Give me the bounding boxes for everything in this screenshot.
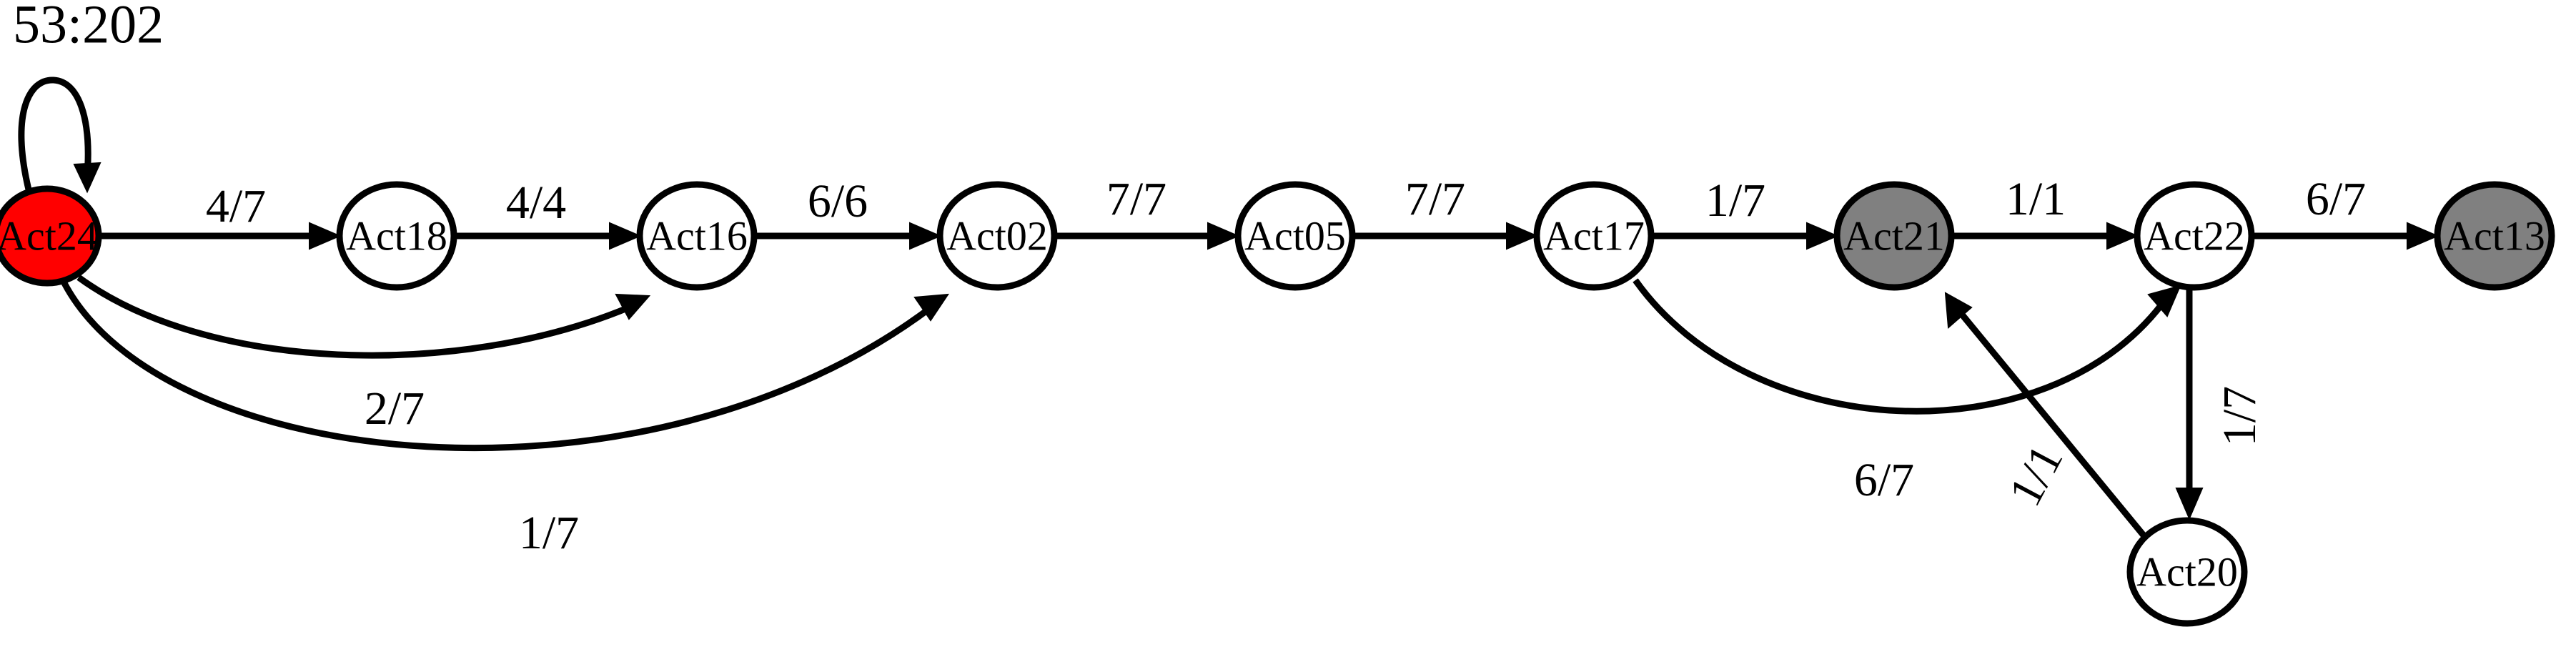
node-act16[interactable]: Act16 bbox=[636, 181, 758, 291]
node-label-act18: Act18 bbox=[346, 212, 447, 259]
edge-path-act24-act02 bbox=[61, 281, 931, 452]
edge-act16-act02[interactable] bbox=[756, 222, 942, 250]
node-act24[interactable]: Act24 bbox=[0, 185, 102, 287]
edge-act17-act22[interactable] bbox=[1633, 278, 2181, 415]
edge-act20-act21[interactable] bbox=[1944, 292, 2147, 538]
edge-label-act05-act17: 7/7 bbox=[1405, 173, 1465, 225]
node-label-act05: Act05 bbox=[1244, 212, 1346, 259]
node-label-act20: Act20 bbox=[2136, 548, 2238, 595]
arrowhead-act24-act18 bbox=[309, 222, 342, 250]
arrowhead-act24-act02 bbox=[913, 293, 949, 322]
node-shape-act20 bbox=[2126, 517, 2248, 627]
arrowhead-self-loop bbox=[73, 162, 101, 194]
node-shape-act22 bbox=[2134, 181, 2255, 291]
edge-act24-act16[interactable] bbox=[76, 275, 651, 359]
arrowhead-act18-act16 bbox=[609, 222, 642, 250]
node-act02[interactable]: Act02 bbox=[936, 181, 1058, 291]
node-shape-act18 bbox=[336, 181, 457, 291]
edge-label-act18-act16: 4/4 bbox=[506, 177, 566, 229]
node-label-act22: Act22 bbox=[2144, 212, 2245, 259]
edge-label-act22-act13: 6/7 bbox=[2306, 173, 2366, 225]
node-shape-act13 bbox=[2434, 181, 2555, 291]
edge-act21-act22[interactable] bbox=[1953, 222, 2139, 250]
edge-path-act24-act16 bbox=[76, 275, 630, 359]
node-label-act02: Act02 bbox=[946, 212, 1048, 259]
node-shape-act16 bbox=[636, 181, 758, 291]
arrowhead-act22-act13 bbox=[2407, 222, 2439, 250]
edge-label-act21-act22: 1/1 bbox=[2006, 173, 2066, 225]
arrowhead-act17-act22 bbox=[2147, 285, 2181, 317]
edge-label-act17-act22: 6/7 bbox=[1854, 454, 1914, 506]
node-act17[interactable]: Act17 bbox=[1533, 181, 1655, 291]
node-shape-act05 bbox=[1234, 181, 1356, 291]
node-label-act21: Act21 bbox=[1843, 212, 1945, 259]
node-shape-act17 bbox=[1533, 181, 1655, 291]
node-shape-act24 bbox=[0, 185, 102, 287]
node-label-act13: Act13 bbox=[2444, 212, 2545, 259]
arrowhead-act17-act21 bbox=[1806, 222, 1839, 250]
edge-label-act24-act18: 4/7 bbox=[206, 180, 266, 232]
edge-act24-act24[interactable] bbox=[18, 76, 101, 194]
edge-act02-act05[interactable] bbox=[1056, 222, 1240, 250]
edge-label-act20-act21: 1/1 bbox=[1998, 437, 2073, 515]
node-label-act24: Act24 bbox=[0, 212, 98, 259]
node-act05[interactable]: Act05 bbox=[1234, 181, 1356, 291]
edge-label-act24-act02: 1/7 bbox=[519, 507, 579, 559]
node-label-act16: Act16 bbox=[646, 212, 748, 259]
edge-act24-act18[interactable] bbox=[100, 222, 342, 250]
node-act18[interactable]: Act18 bbox=[336, 181, 457, 291]
edge-act22-act13[interactable] bbox=[2253, 222, 2439, 250]
arrowhead-act20-act21 bbox=[1944, 292, 1973, 330]
edge-act22-act20[interactable] bbox=[2175, 288, 2204, 520]
edge-path-act20-act21 bbox=[1959, 312, 2147, 538]
node-act22[interactable]: Act22 bbox=[2134, 181, 2255, 291]
edge-act24-act02[interactable] bbox=[61, 281, 949, 452]
node-shape-act21 bbox=[1833, 181, 1955, 291]
arrowhead-act02-act05 bbox=[1207, 222, 1240, 250]
edge-path-act17-act22 bbox=[1633, 278, 2165, 415]
arrowhead-act22-act20 bbox=[2175, 488, 2204, 520]
arrowhead-act05-act17 bbox=[1506, 222, 1539, 250]
edge-label-act17-act21: 1/7 bbox=[1705, 174, 1765, 227]
edge-label-act02-act05: 7/7 bbox=[1106, 173, 1166, 225]
edge-act17-act21[interactable] bbox=[1653, 222, 1839, 250]
edge-label-act22-act20: 1/7 bbox=[2214, 386, 2266, 446]
node-act21[interactable]: Act21 bbox=[1833, 181, 1955, 291]
arrowhead-act21-act22 bbox=[2106, 222, 2139, 250]
node-act13[interactable]: Act13 bbox=[2434, 181, 2555, 291]
arrowhead-act24-act16 bbox=[615, 293, 651, 320]
edge-label-act24-act16: 2/7 bbox=[365, 382, 425, 435]
edge-act05-act17[interactable] bbox=[1354, 222, 1539, 250]
edge-label-act16-act02: 6/6 bbox=[808, 175, 868, 227]
node-shape-act02 bbox=[936, 181, 1058, 291]
arrowhead-act16-act02 bbox=[909, 222, 942, 250]
graph-title-label: 53:202 bbox=[13, 0, 164, 54]
edge-act18-act16[interactable] bbox=[455, 222, 642, 250]
edge-path-self-loop bbox=[18, 76, 91, 191]
node-act20[interactable]: Act20 bbox=[2126, 517, 2248, 627]
node-label-act17: Act17 bbox=[1543, 212, 1645, 259]
